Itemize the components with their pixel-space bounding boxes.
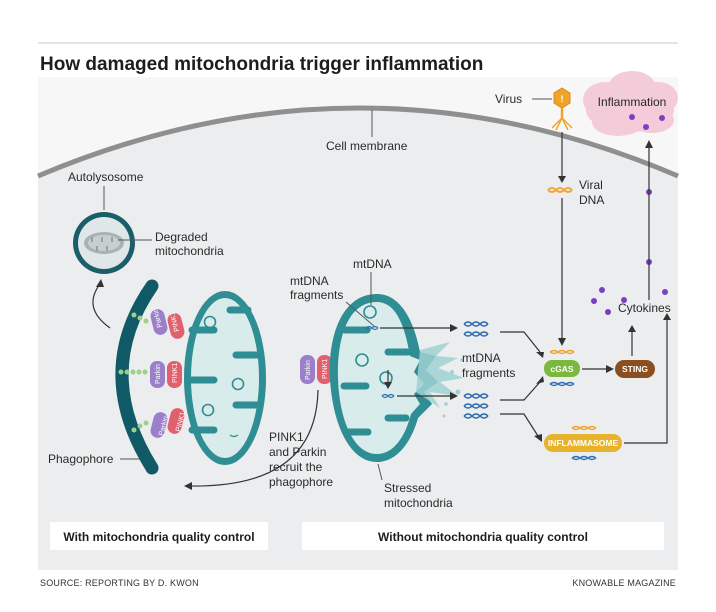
- cytokines-label: Cytokines: [618, 301, 671, 315]
- left-mitochondrion: [184, 291, 266, 465]
- extracellular-space: [38, 77, 678, 176]
- internal-dna-fragments-icon: [365, 325, 395, 399]
- mito-internal-arrowhead: [384, 382, 392, 389]
- right-panel-caption: Without mitochondria quality control: [378, 530, 588, 544]
- mito-to-fragments-top-arrowhead: [450, 324, 458, 332]
- pink1-tag-bottom: PINK1: [175, 411, 187, 432]
- stressed-mitochondrion: [329, 294, 438, 462]
- sting-label: STING: [622, 364, 648, 374]
- pink1-parkin-label-line2: and Parkin: [269, 445, 326, 459]
- phagophore-to-autolysosome-arrowhead: [96, 279, 104, 287]
- right-panel-caption-box: [302, 522, 664, 550]
- inflammasome-label: INFLAMMASOME: [548, 438, 619, 448]
- mtdna-fragments-pointer: [345, 301, 375, 327]
- inflammation-cytokine-dots: [629, 114, 665, 130]
- parkin-pink1-pair-mid: [150, 361, 182, 388]
- inflammasome-to-cytokines-arrowhead: [663, 313, 671, 320]
- viral-dna-label-line2: DNA: [579, 193, 604, 207]
- pink1-parkin-label-line1: PINK1: [269, 430, 304, 444]
- stressed-label-line1: Stressed: [384, 481, 431, 495]
- mtdna-fragments-b-label-line1: mtDNA: [462, 351, 501, 365]
- cgas-label: cGAS: [550, 364, 573, 374]
- receptor-links: [118, 312, 149, 433]
- spilled-contents: [416, 342, 464, 418]
- cell-membrane: [37, 105, 679, 179]
- autolysosome-label: Autolysosome: [68, 170, 144, 184]
- inflammasome-node: [544, 434, 622, 452]
- fragments-to-cgas-arrow-2: [500, 381, 541, 401]
- sting-to-cytokines-arrowhead: [628, 325, 636, 332]
- virus-icon: !: [551, 87, 573, 131]
- mtdna-label: mtDNA: [353, 257, 392, 271]
- phagophore-label: Phagophore: [48, 452, 114, 466]
- viral-dna-icon: [547, 187, 573, 193]
- degraded-label-line2: mitochondria: [155, 244, 224, 258]
- virus-to-dna-arrowhead: [558, 176, 566, 183]
- publisher-credit: KNOWABLE MAGAZINE: [572, 578, 676, 588]
- fragments-to-inflammasome-arrow: [500, 413, 539, 437]
- degraded-label-line1: Degraded: [155, 230, 208, 244]
- phagophore: [115, 279, 159, 475]
- title-strip: [38, 43, 678, 77]
- fragments-to-inflammasome-arrowhead: [534, 434, 542, 442]
- stressed-label-line2: mitochondria: [384, 496, 453, 510]
- dna-to-cgas-arrowhead: [558, 338, 566, 346]
- svg-text:!: !: [561, 94, 564, 104]
- degraded-mitochondria-icon: [84, 232, 124, 254]
- parkin-tag-top: Parkin: [152, 307, 164, 328]
- mito-to-fragments-bottom-arrowhead: [450, 392, 458, 400]
- pink1-parkin-label-line4: phagophore: [269, 475, 333, 489]
- mtdna-fragments-bottom-icon: [463, 393, 489, 419]
- left-panel-caption-box: [50, 522, 268, 550]
- left-panel-caption: With mitochondria quality control: [63, 530, 254, 544]
- pink1-tag-top: PINK1: [169, 311, 181, 332]
- parkin-tag-bottom: Parkin: [158, 415, 170, 436]
- fragments-to-cgas-arrowhead-1: [536, 352, 544, 358]
- cgas-dna-icon: [549, 349, 575, 355]
- inflammasome-to-cytokines-arrow: [624, 318, 668, 444]
- fragments-to-cgas-arrowhead-2: [536, 376, 544, 384]
- viral-dna-label-line1: Viral: [579, 178, 603, 192]
- inflammasome-mtdna-icon: [571, 455, 597, 461]
- inflammasome-dna-icon: [571, 425, 597, 431]
- parkin-pink1-pair-free: [300, 355, 332, 384]
- parkin-tag-free: Parkin: [305, 360, 312, 380]
- mtdna-fragments-top-icon: [463, 321, 489, 337]
- pink1-tag-free: PINK1: [322, 359, 329, 379]
- mtdna-fragments-label-line2: fragments: [290, 288, 343, 302]
- stressed-pointer: [377, 463, 383, 481]
- cell-membrane-label: Cell membrane: [326, 139, 408, 153]
- parkin-pink1-pair-bottom: [150, 408, 185, 438]
- virus-label: Virus: [495, 92, 522, 106]
- phagophore-to-autolysosome-arrow: [92, 283, 111, 329]
- recruit-arrowhead: [184, 482, 192, 490]
- parkin-pink1-pair-top: [150, 309, 185, 339]
- sting-node: [615, 360, 655, 378]
- mtdna-fragments-b-label-line2: fragments: [462, 366, 515, 380]
- inflammation-label: Inflammation: [598, 95, 667, 109]
- cytokines-to-inflammation-arrowhead: [645, 140, 653, 148]
- pink1-tag-mid: PINK1: [172, 363, 179, 383]
- figure-title: How damaged mitochondria trigger inflamm…: [40, 54, 483, 75]
- recruit-arrow: [189, 389, 319, 487]
- source-credit: SOURCE: REPORTING BY D. KWON: [40, 578, 199, 588]
- cytokine-dots: [591, 189, 668, 315]
- parkin-tag-mid: Parkin: [155, 364, 162, 384]
- mtdna-fragments-label-line1: mtDNA: [290, 274, 329, 288]
- cgas-node: [544, 360, 580, 377]
- cgas-to-sting-arrowhead: [606, 365, 614, 373]
- cgas-mtdna-icon: [549, 381, 575, 387]
- pink1-parkin-label-line3: recruit the: [269, 460, 323, 474]
- fragments-to-cgas-arrow-1: [500, 331, 541, 353]
